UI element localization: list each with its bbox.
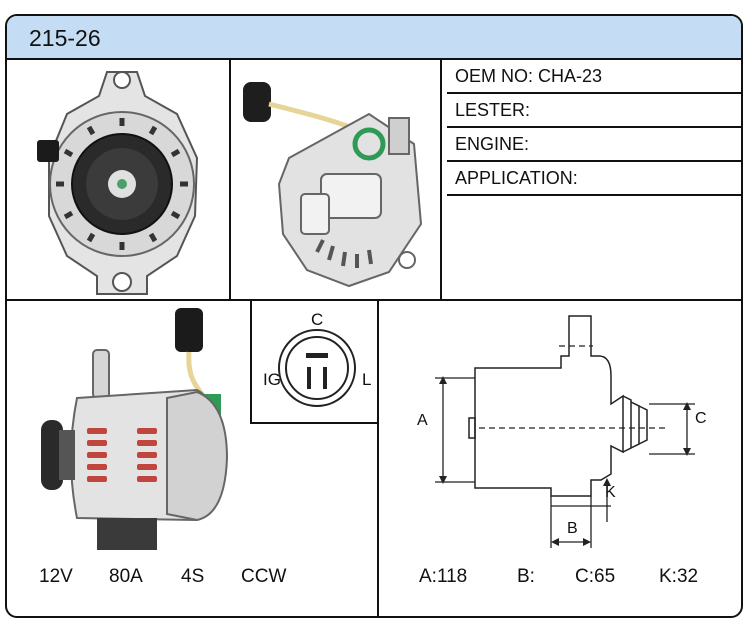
connector-diagram <box>278 329 356 407</box>
alternator-front-view <box>37 71 199 295</box>
dimension-c-label: C <box>695 410 707 427</box>
divider <box>250 301 252 424</box>
cooling-fan-icon <box>56 118 188 250</box>
plug-icon <box>37 140 59 162</box>
part-number: 215-26 <box>29 25 101 51</box>
dimension-k-label: K <box>605 484 616 501</box>
alternator-side-view <box>41 308 229 550</box>
divider <box>377 301 379 616</box>
divider <box>229 60 231 299</box>
pin-c <box>306 353 328 358</box>
windings <box>87 428 157 482</box>
spec-amperage: 80A <box>109 566 143 587</box>
divider <box>440 60 442 299</box>
connector-l-label: L <box>362 370 372 389</box>
application-row: APPLICATION: <box>447 162 741 196</box>
dimension-b-label: B <box>567 520 578 537</box>
alternator-rear-view <box>243 82 423 288</box>
oem-row: OEM NO: CHA-23 <box>447 60 741 94</box>
dimension-a-label: A <box>417 412 428 429</box>
dimension-b-value: B: <box>517 566 535 587</box>
card-header: 215-26 <box>7 16 741 60</box>
connector-ig-label: IG <box>263 370 281 389</box>
spec-voltage: 12V <box>39 566 73 587</box>
spec-grooves: 4S <box>181 566 205 587</box>
plug-icon <box>175 308 203 352</box>
divider <box>250 422 379 424</box>
pin-ig <box>307 367 311 389</box>
application-label: APPLICATION: <box>455 168 578 188</box>
product-card: 215-26 OEM NO: CHA-23 LESTER: ENGINE: AP… <box>5 14 743 618</box>
dimension-a-value: A:118 <box>419 566 468 587</box>
lester-label: LESTER: <box>455 100 531 120</box>
engine-label: ENGINE: <box>455 134 530 154</box>
divider <box>7 299 741 301</box>
lester-row: LESTER: <box>447 94 741 128</box>
dimension-c-value: C:65 <box>575 566 616 587</box>
plug-icon <box>243 82 271 122</box>
spec-rotation: CCW <box>241 566 287 587</box>
engine-row: ENGINE: <box>447 128 741 162</box>
dimension-k-value: K:32 <box>659 566 699 587</box>
pin-l <box>323 367 327 389</box>
oem-number: OEM NO: CHA-23 <box>455 66 603 86</box>
dimension-drawing <box>435 315 695 548</box>
connector-c-label: C <box>311 310 324 329</box>
